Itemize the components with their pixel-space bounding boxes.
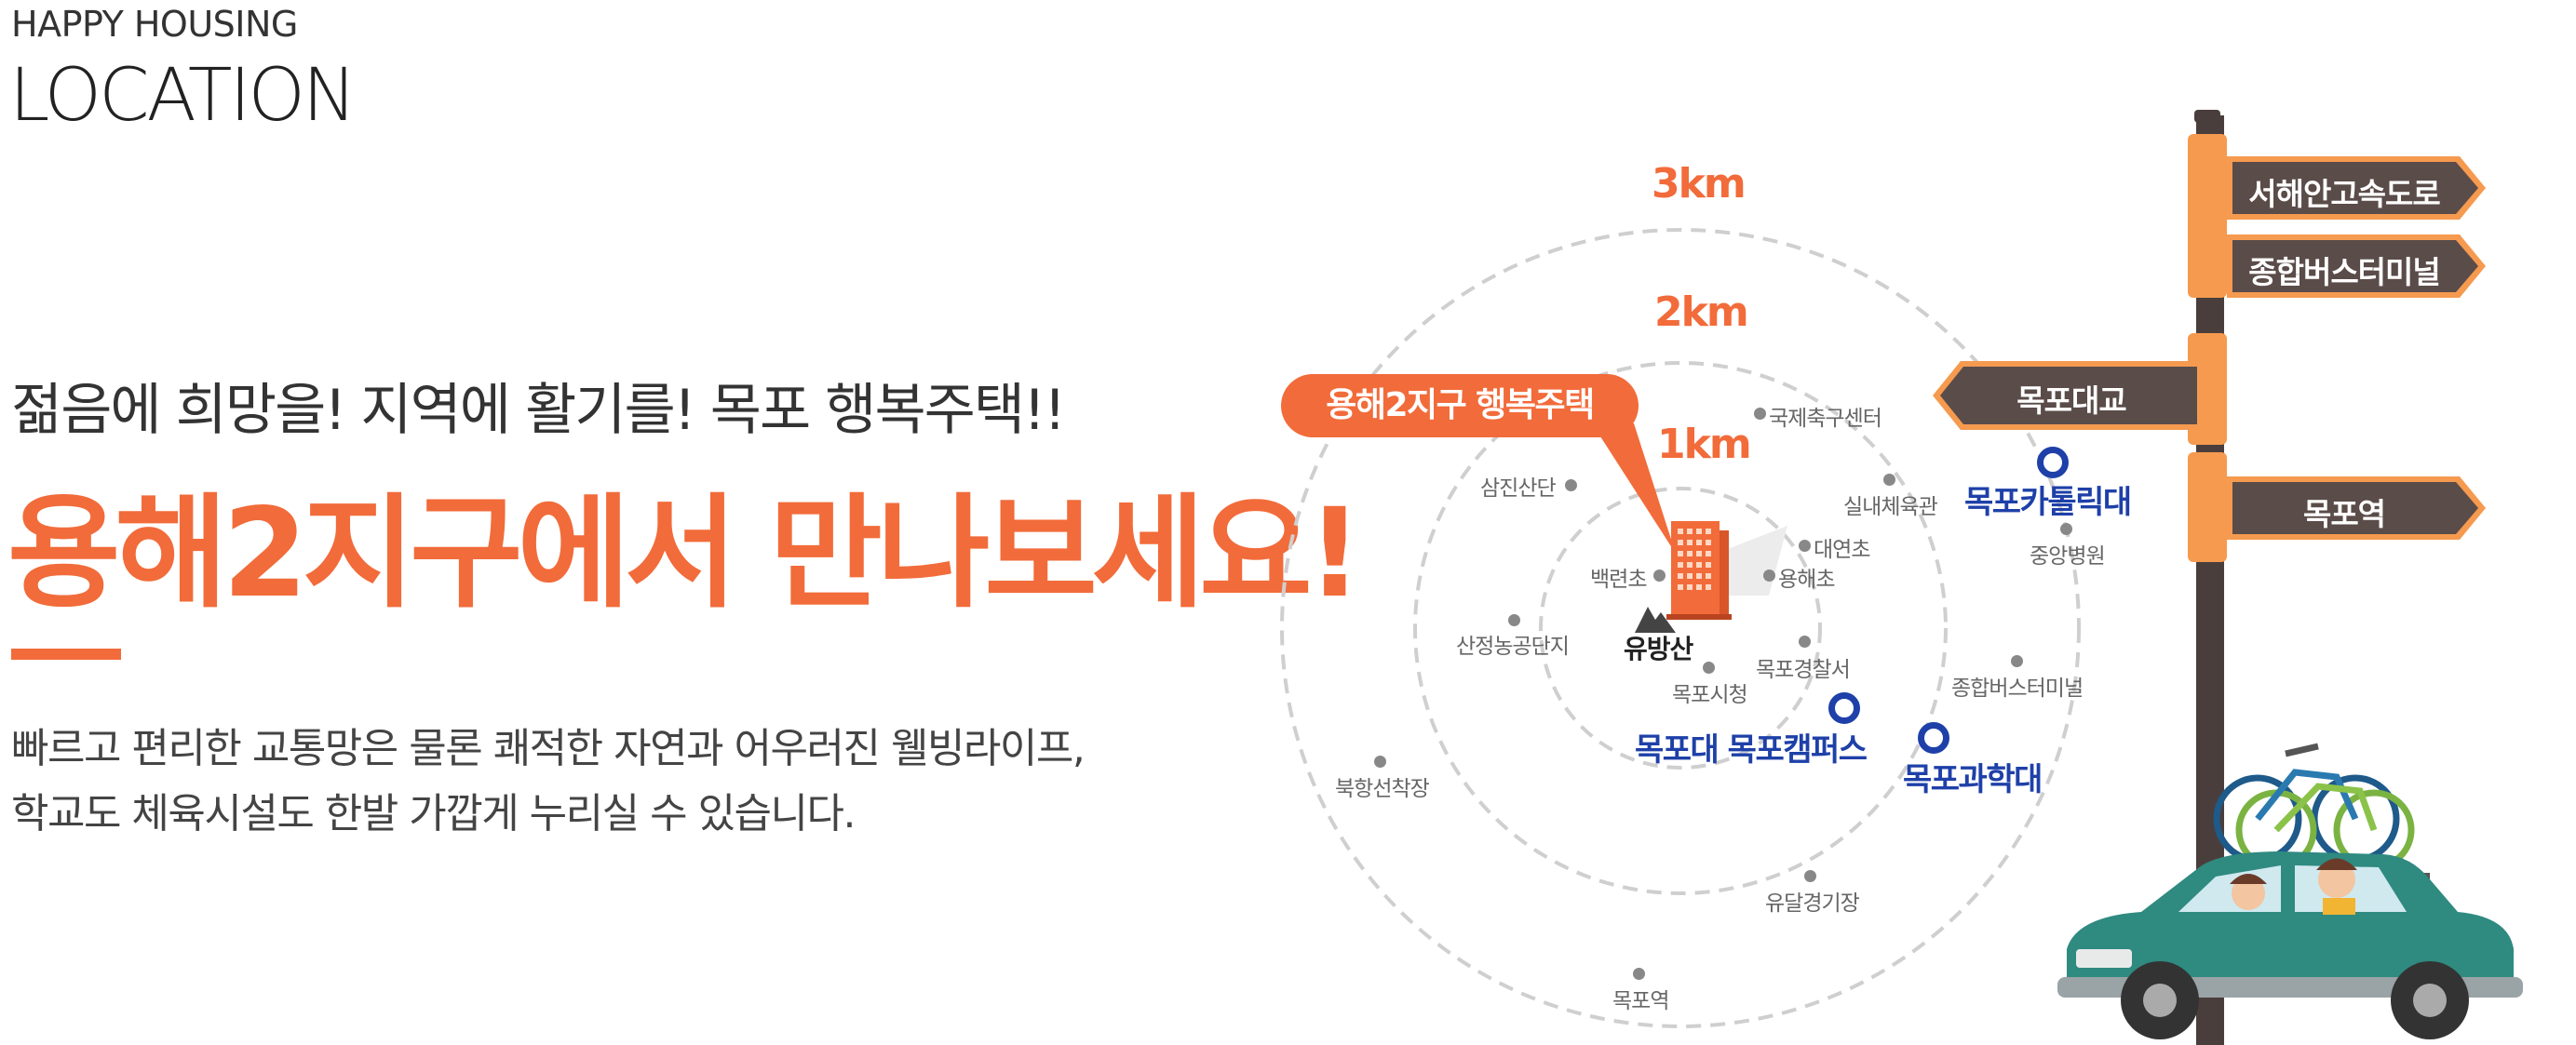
university-marker bbox=[2037, 447, 2069, 478]
place-bus: 종합버스터미널 bbox=[1951, 677, 2084, 701]
sign-bridge: 목포대교 bbox=[2016, 382, 2126, 419]
place-dot bbox=[1703, 662, 1715, 674]
university-marker bbox=[1918, 722, 1949, 754]
place-station: 목포역 bbox=[1612, 989, 1669, 1013]
sign-highway: 서해안고속도로 bbox=[2248, 176, 2441, 212]
place-yonghae: 용해초 bbox=[1778, 568, 1835, 592]
place-dot bbox=[1883, 474, 1895, 486]
place-samjin: 삼진산단 bbox=[1480, 476, 1557, 501]
place-bukhang: 북항선착장 bbox=[1335, 777, 1430, 801]
university-mokpo-campus: 목포대 목포캠퍼스 bbox=[1635, 731, 1868, 769]
page-title: LOCATION bbox=[9, 54, 357, 138]
callout-pointer bbox=[1592, 423, 1676, 554]
ring-3km bbox=[1280, 228, 2081, 1028]
headline: 용해2지구에서 만나보세요! bbox=[7, 482, 1363, 625]
description-line-1: 빠르고 편리한 교통망은 물론 쾌적한 자연과 어우러진 웰빙라이프, bbox=[11, 725, 1086, 772]
place-dot bbox=[1508, 614, 1520, 626]
place-dot bbox=[1763, 569, 1775, 582]
place-police: 목포경찰서 bbox=[1756, 658, 1851, 682]
university-marker bbox=[1828, 692, 1860, 724]
place-dot bbox=[2060, 523, 2072, 535]
bicycle-icon bbox=[2213, 743, 2415, 871]
place-yudal: 유달경기장 bbox=[1765, 891, 1860, 916]
place-daeyeon: 대연초 bbox=[1814, 538, 1870, 562]
section-eyebrow: HAPPY HOUSING bbox=[11, 4, 298, 45]
car-illustration bbox=[2057, 743, 2523, 1039]
description-line-2: 학교도 체육시설도 한발 가깝게 누리실 수 있습니다. bbox=[11, 790, 856, 837]
university-science: 목포과학대 bbox=[1903, 761, 2043, 798]
place-baekryeon: 백련초 bbox=[1590, 568, 1647, 592]
mountain-icon bbox=[1635, 607, 1676, 633]
building-icon bbox=[1666, 521, 1732, 620]
place-dot bbox=[2011, 655, 2023, 667]
place-silnae: 실내체육관 bbox=[1843, 495, 1938, 519]
place-dot bbox=[1633, 968, 1645, 980]
place-dot bbox=[1653, 569, 1666, 582]
place-dot bbox=[1374, 756, 1386, 768]
callout-housing: 용해2지구 행복주택 bbox=[1281, 374, 1639, 437]
place-dot bbox=[1799, 636, 1811, 648]
mountain-label: 유방산 bbox=[1624, 634, 1693, 664]
sign-station: 목포역 bbox=[2302, 496, 2386, 532]
place-gukje: 국제축구센터 bbox=[1769, 407, 1882, 431]
accent-divider bbox=[11, 649, 121, 660]
ring-label-1km: 1km bbox=[1657, 421, 1752, 468]
place-dot bbox=[1754, 408, 1766, 420]
ring-label-3km: 3km bbox=[1652, 160, 1747, 208]
ring-2km bbox=[1413, 361, 1948, 895]
ring-label-2km: 2km bbox=[1654, 288, 1749, 336]
ring-1km bbox=[1539, 487, 1822, 770]
place-dot bbox=[1565, 479, 1577, 491]
place-jungang: 중앙병원 bbox=[2030, 544, 2106, 569]
place-dot bbox=[1804, 870, 1816, 882]
sign-left-shape bbox=[1933, 361, 2203, 430]
tagline: 젊음에 희망을! 지역에 활기를! 목포 행복주택!! bbox=[11, 378, 1066, 443]
place-cityhall: 목포시청 bbox=[1672, 683, 1748, 707]
sign-bus-terminal: 종합버스터미널 bbox=[2248, 254, 2441, 290]
place-sanjeong: 산정농공단지 bbox=[1456, 635, 1570, 659]
university-catholic: 목포카톨릭대 bbox=[1964, 484, 2132, 521]
place-dot bbox=[1799, 540, 1811, 552]
